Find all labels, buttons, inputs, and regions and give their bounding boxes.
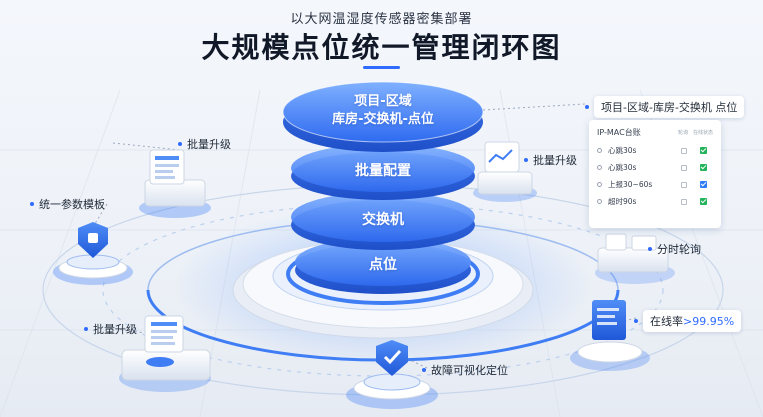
table-row: 上报30~60s [589, 176, 721, 193]
callout-hierarchy-text: 项目-区域-库房-交换机 点位 [594, 96, 745, 118]
row-label: 上报30~60s [608, 180, 653, 189]
layer-3-label: 交换机 [362, 212, 404, 228]
diagram-title: 大规模点位统一管理闭环图 [201, 31, 562, 64]
callout-dot [30, 202, 34, 206]
row-label: 心跳30s [608, 146, 637, 155]
table-header-col2: 轮询 [677, 130, 688, 136]
ip-mac-table-card: IP-MAC台账 轮询 在线状态 心跳30s 心跳30s 上报30~60s 超时… [589, 120, 721, 228]
callout-dot [524, 158, 528, 162]
pod-template [53, 222, 133, 285]
callout-dot [648, 247, 652, 251]
disc-stack [282, 81, 484, 294]
table-row: 超时90s [589, 193, 721, 210]
row-radio [597, 199, 602, 204]
row-label: 超时90s [608, 197, 637, 206]
callout-template: 统一参数模板 [30, 196, 105, 212]
row-status-check-icon [700, 198, 707, 205]
row-radio [597, 148, 602, 153]
row-checkbox [681, 147, 687, 154]
pod-fault-locate [346, 340, 438, 409]
callout-batch-upgrade-left-text: 批量升级 [187, 138, 231, 151]
table-row: 心跳30s [589, 159, 721, 176]
callout-template-text: 统一参数模板 [39, 198, 105, 211]
pod-batch-upgrade-left [139, 149, 211, 218]
callout-batch-upgrade-left: 批量升级 [178, 136, 231, 152]
row-radio [597, 165, 602, 170]
table-header-title: IP-MAC台账 [597, 128, 641, 137]
online-rate-label: 在线率 [650, 315, 683, 328]
callout-dot [84, 327, 88, 331]
callout-fault-locate-text: 故障可视化定位 [431, 364, 508, 377]
callout-dot [585, 105, 589, 109]
callout-dot [634, 319, 638, 323]
row-status-check-icon [700, 164, 707, 171]
callout-batch-upgrade-right: 批量升级 [524, 152, 577, 168]
layer-2-label: 批量配置 [355, 163, 411, 179]
pod-online-rate [570, 300, 650, 371]
row-label: 心跳30s [608, 163, 637, 172]
callout-batch-upgrade-bottom: 批量升级 [84, 321, 137, 337]
row-checkbox [681, 181, 687, 188]
callout-batch-upgrade-bottom-text: 批量升级 [93, 323, 137, 336]
row-checkbox [681, 198, 687, 205]
callout-online-rate: 在线率>99.95% [634, 310, 742, 332]
table-header: IP-MAC台账 轮询 在线状态 [589, 120, 721, 142]
pod-batch-upgrade-right [473, 141, 537, 202]
callout-hierarchy: 项目-区域-库房-交换机 点位 [585, 96, 745, 118]
callout-dot [178, 142, 182, 146]
callout-time-polling-text: 分时轮询 [657, 243, 701, 256]
callout-time-polling: 分时轮询 [648, 241, 701, 257]
row-radio [597, 182, 602, 187]
callout-dot [422, 368, 426, 372]
row-status-check-icon [700, 181, 707, 188]
layer-1-line1: 项目-区域 [354, 94, 412, 109]
row-status-check-icon [700, 147, 707, 154]
row-checkbox [681, 164, 687, 171]
table-header-col3: 在线状态 [693, 130, 714, 136]
title-underline [363, 66, 400, 69]
layer-4-label: 点位 [369, 257, 397, 273]
online-rate-value: >99.95% [683, 315, 735, 328]
pod-batch-upgrade-bottom [119, 315, 211, 392]
callout-batch-upgrade-right-text: 批量升级 [533, 154, 577, 167]
table-row: 心跳30s [589, 142, 721, 159]
diagram-subtitle: 以大网温湿度传感器密集部署 [290, 12, 473, 27]
callout-online-rate-box: 在线率>99.95% [643, 310, 742, 332]
layer-1-line2: 库房-交换机-点位 [332, 112, 434, 127]
layer-1-label: 项目-区域 库房-交换机-点位 [283, 93, 483, 129]
pod-time-polling [595, 233, 675, 284]
callout-fault-locate: 故障可视化定位 [422, 362, 508, 378]
